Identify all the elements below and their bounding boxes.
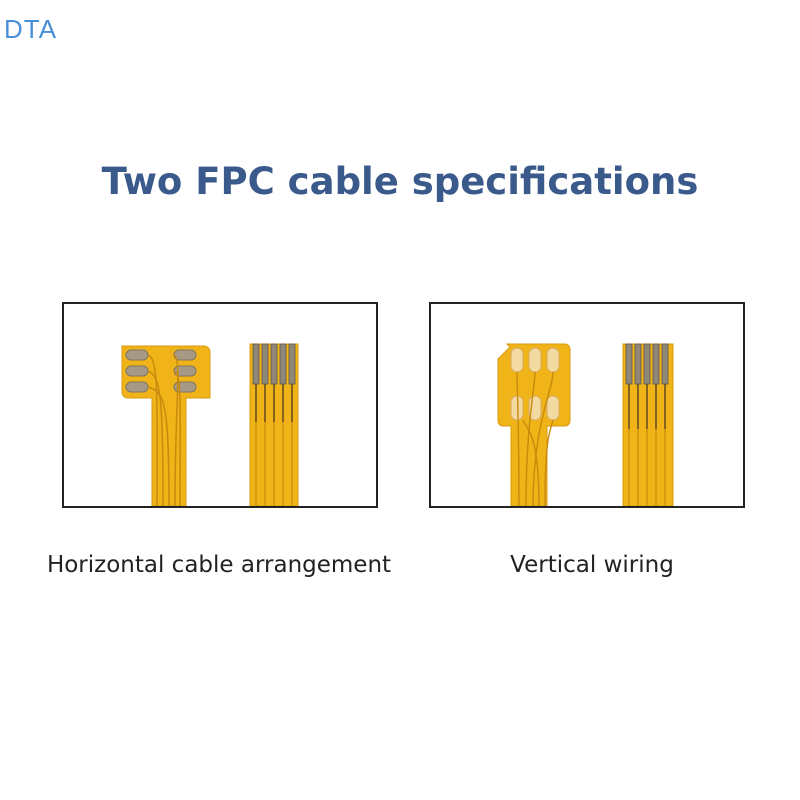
vertical-cable-illustration [497,343,674,506]
horizontal-cable-caption: Horizontal cable arrangement [46,552,392,578]
page-title: Two FPC cable specifications [101,160,699,203]
vertical-wiring-caption: Vertical wiring [510,552,674,578]
vertical-cable-image [429,302,745,508]
brand-logo: DTA [4,14,58,44]
horizontal-cable-image [62,302,378,508]
horizontal-cable-illustration [121,343,299,506]
